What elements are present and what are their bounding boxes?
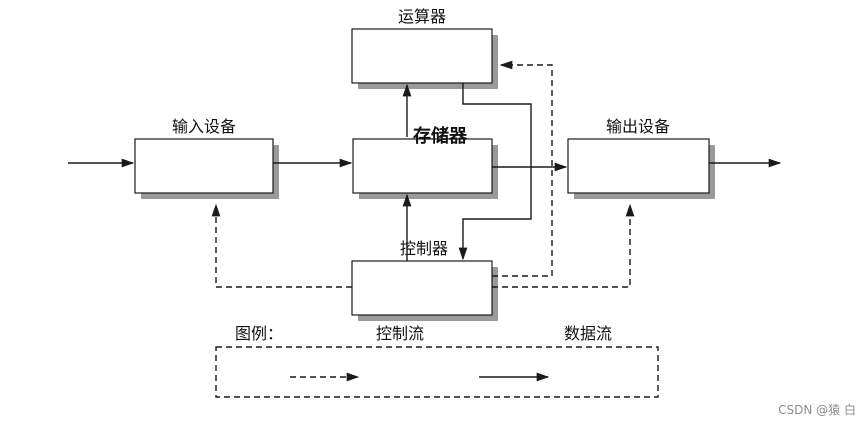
data-arrow-alu-to-control — [458, 83, 532, 261]
alu-label: 运算器 — [398, 7, 446, 26]
input-box — [134, 138, 274, 194]
control-arrow-to-alu — [492, 60, 553, 277]
alu-box — [351, 28, 493, 84]
watermark: CSDN @猿 白 — [778, 403, 856, 417]
output-label: 输出设备 — [606, 117, 670, 136]
memory-label: 存储器 — [413, 125, 468, 147]
memory-box — [352, 138, 493, 194]
control-label: 控制器 — [400, 239, 448, 258]
control-arrow-to-output — [492, 203, 635, 288]
control-arrow-to-input — [211, 203, 352, 288]
legend-data-flow-label: 数据流 — [564, 324, 612, 343]
legend-title: 图例： — [235, 324, 283, 343]
legend-control-flow-label: 控制流 — [376, 324, 424, 343]
input-label: 输入设备 — [172, 117, 236, 136]
control-box — [351, 260, 493, 316]
legend-box — [215, 346, 659, 398]
output-box — [567, 138, 710, 194]
